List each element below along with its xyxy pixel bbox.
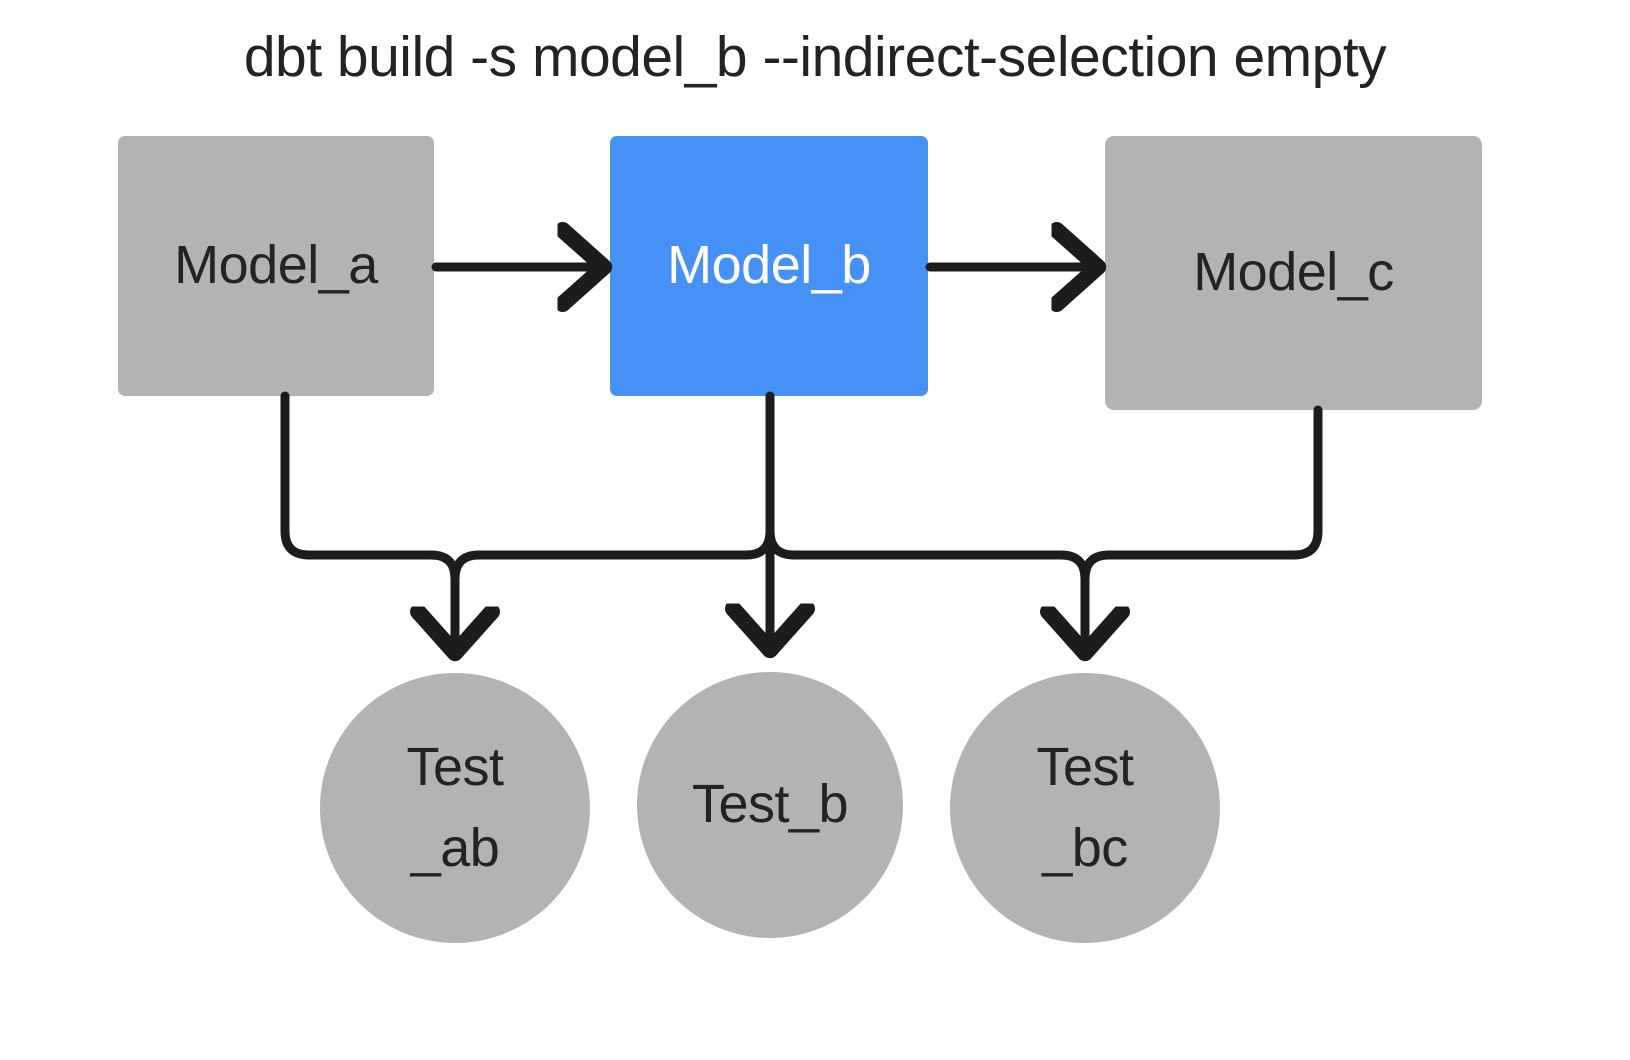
edge-model_b-test_ab bbox=[450, 415, 775, 650]
test-circle-test_bc[interactable] bbox=[950, 673, 1220, 943]
model-box-model_a[interactable] bbox=[118, 136, 434, 396]
test-circle-test_b[interactable] bbox=[637, 672, 903, 938]
edge-model_a-test_ab bbox=[280, 391, 455, 645]
edge-model_c-test_bc bbox=[1085, 405, 1323, 645]
model-box-model_b[interactable] bbox=[610, 136, 928, 396]
edge-model_b-test_bc bbox=[765, 415, 1090, 650]
test-circle-test_ab[interactable] bbox=[320, 673, 590, 943]
diagram-title: dbt build -s model_b --indirect-selectio… bbox=[243, 25, 1387, 89]
model-box-model_c[interactable] bbox=[1105, 136, 1482, 410]
